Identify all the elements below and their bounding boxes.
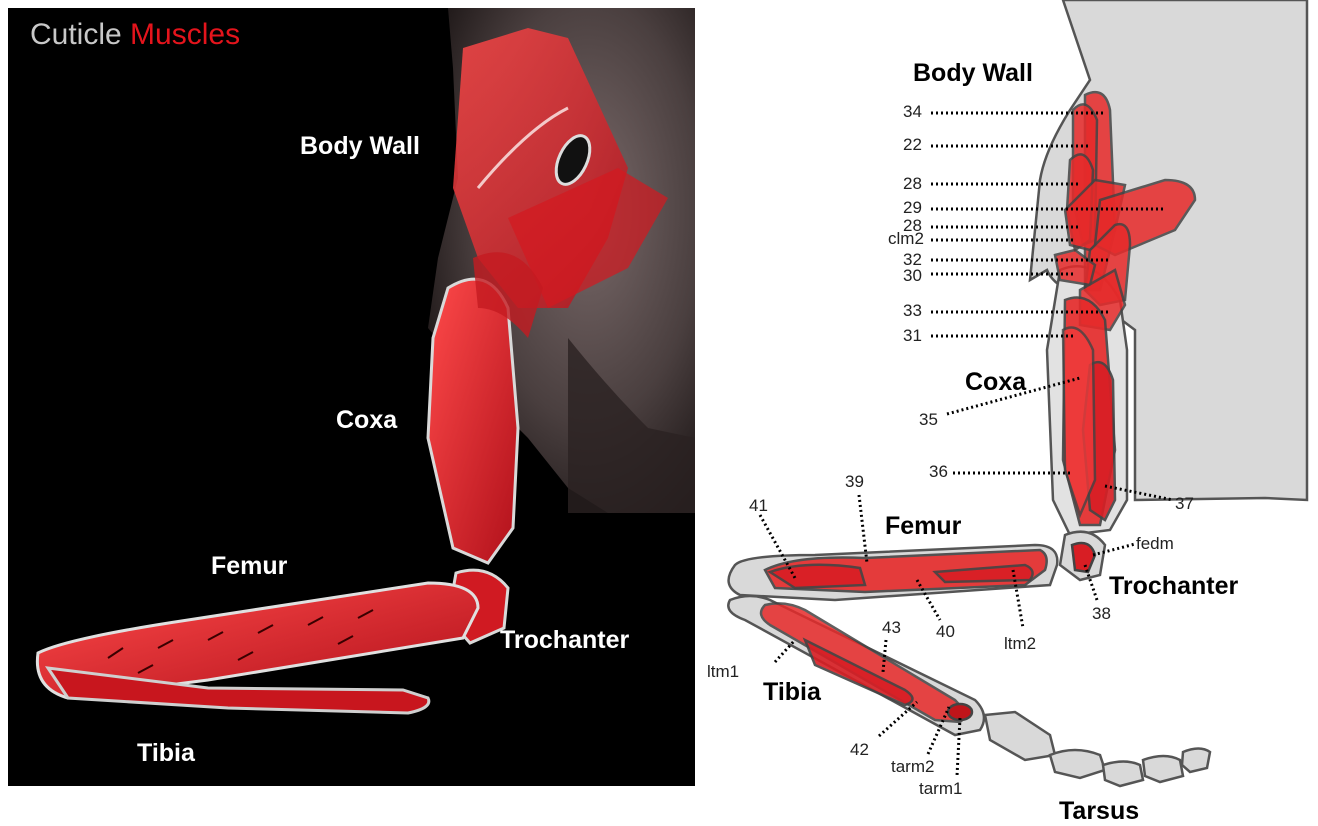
diagram-label-coxa: Coxa: [965, 368, 1026, 397]
diagram-label-trochanter: Trochanter: [1109, 572, 1238, 601]
muscle-label-22: 22: [903, 136, 922, 154]
muscle-label-fedm: fedm: [1136, 535, 1174, 553]
photo-label-trochanter: Trochanter: [500, 626, 629, 655]
muscle-label-40: 40: [936, 623, 955, 641]
photo-label-tibia: Tibia: [137, 739, 195, 768]
legend-muscles: Muscles: [130, 18, 240, 51]
muscle-label-31: 31: [903, 327, 922, 345]
muscle-label-28a: 28: [903, 175, 922, 193]
photo-label-body-wall: Body Wall: [300, 132, 420, 161]
muscle-label-30: 30: [903, 267, 922, 285]
muscle-label-35: 35: [919, 411, 938, 429]
schematic-diagram-panel: Body Wall Coxa Femur Trochanter Tibia Ta…: [695, 0, 1318, 825]
muscle-label-34: 34: [903, 103, 922, 121]
muscle-label-ltm1: ltm1: [707, 663, 739, 681]
microscopy-photo-panel: Cuticle Muscles Body Wall Coxa Femur Tro…: [8, 8, 695, 786]
muscle-label-43: 43: [882, 619, 901, 637]
muscle-label-tarm1: tarm1: [919, 780, 962, 798]
leg-photo-rendering: [8, 8, 695, 786]
muscle-label-ltm2: ltm2: [1004, 635, 1036, 653]
muscle-label-37: 37: [1175, 495, 1194, 513]
muscle-label-42: 42: [850, 741, 869, 759]
muscle-label-tarm2: tarm2: [891, 758, 934, 776]
legend-title: Cuticle Muscles: [30, 18, 240, 52]
muscle-label-clm2: clm2: [888, 230, 924, 248]
muscle-label-36: 36: [929, 463, 948, 481]
diagram-label-tibia: Tibia: [763, 678, 821, 707]
muscle-label-33: 33: [903, 302, 922, 320]
muscle-label-39: 39: [845, 473, 864, 491]
photo-label-coxa: Coxa: [336, 406, 397, 435]
muscle-label-38: 38: [1092, 605, 1111, 623]
muscle-label-29: 29: [903, 199, 922, 217]
diagram-label-femur: Femur: [885, 512, 961, 541]
muscle-label-41: 41: [749, 497, 768, 515]
tarsus-segments: [985, 712, 1210, 786]
legend-cuticle: Cuticle: [30, 18, 122, 51]
diagram-label-tarsus: Tarsus: [1059, 797, 1139, 826]
photo-label-femur: Femur: [211, 552, 287, 581]
coxa-segment: [428, 279, 518, 563]
diagram-label-body-wall: Body Wall: [913, 59, 1033, 88]
